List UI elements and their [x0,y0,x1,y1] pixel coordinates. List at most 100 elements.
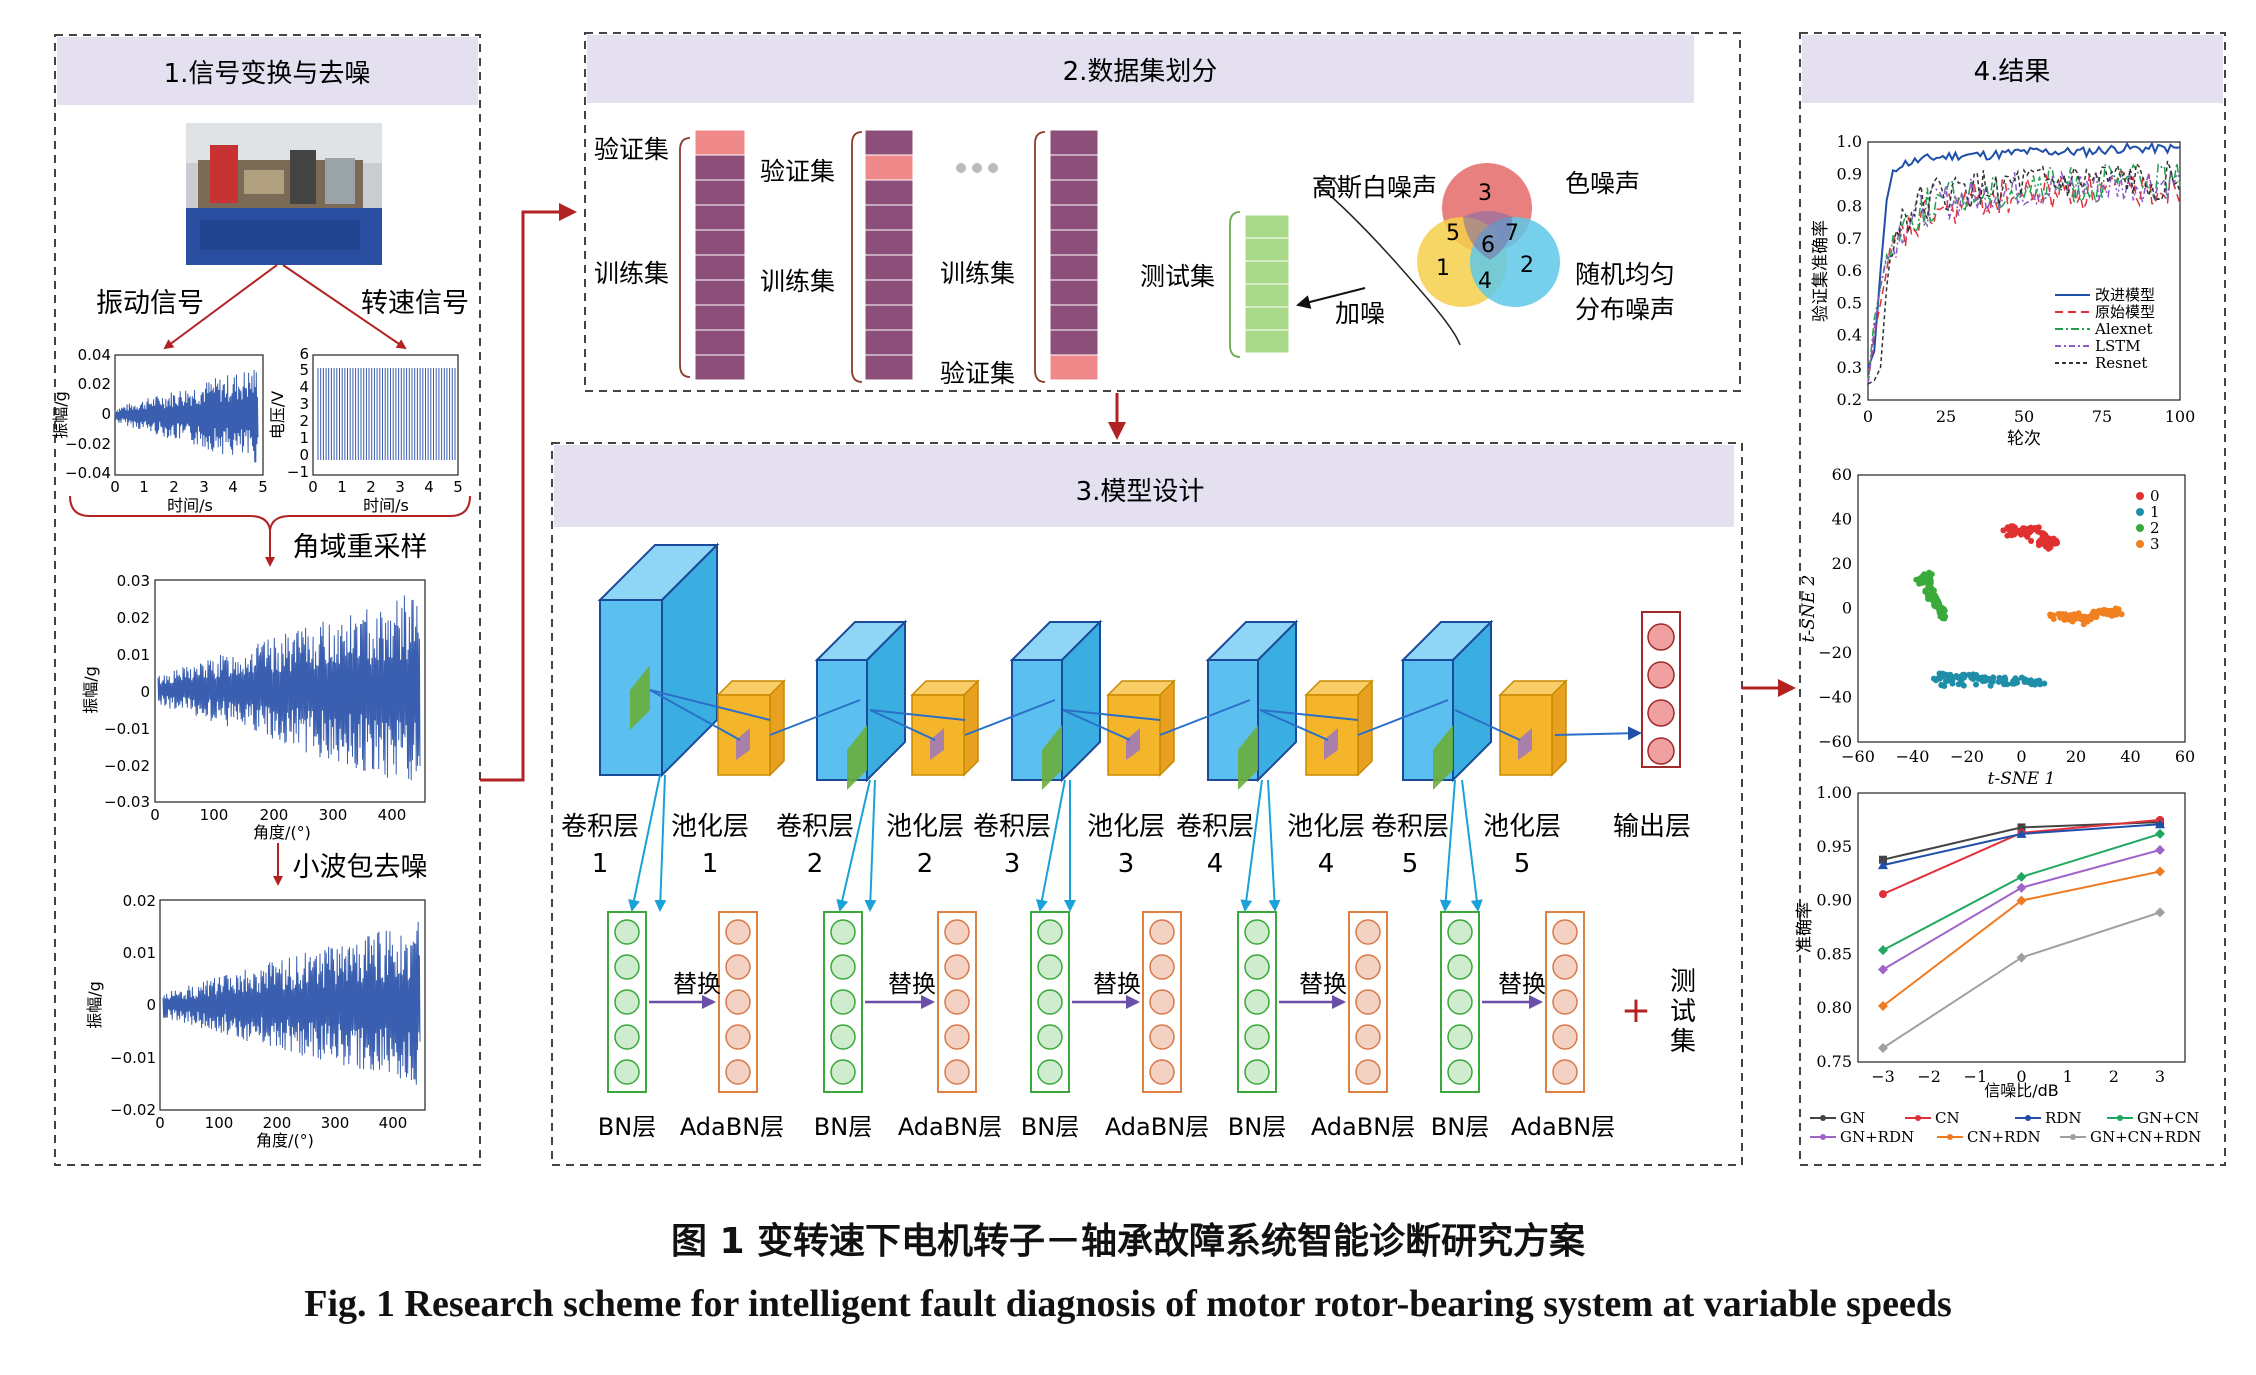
tsne-point-class-1 [1930,675,1937,682]
pool-block [1498,679,1568,777]
axis-label: 轮次 [2007,429,2041,449]
bn-neuron [1447,989,1473,1015]
bn-column [823,911,863,1093]
tick-label: 0 [1863,407,1873,426]
bn-neuron [830,954,856,980]
bn-neuron [614,1024,640,1050]
pool-layer-4-label: 池化层 [1287,812,1365,842]
tsne-point-class-1 [2002,676,2009,683]
axis-label: 信噪比/dB [1984,1081,2059,1100]
caption-en: Fig. 1 Research scheme for intelligent f… [304,1283,1952,1325]
bn-labels: BN层 AdaBN层 BN层 AdaBN层 BN层 AdaBN层 BN层 Ada… [598,970,1615,1141]
pool-layer-4-num: 4 [1318,849,1335,879]
adabn-neuron [1149,954,1175,980]
split-cell [694,154,746,181]
panel-2: 2.数据集划分 [584,32,1741,392]
train-label-2: 训练集 [760,267,835,296]
tsne-point-class-3 [2118,611,2125,618]
tick-label: 6 [299,345,309,363]
adabn-neuron [1355,1024,1381,1050]
speed-waveform [317,368,456,460]
conv-layer-1-label: 卷积层 [561,812,639,842]
test-char: 集 [1670,1027,1696,1057]
tick-label: −60 [1841,747,1875,766]
uniform-noise-label-1: 随机均匀 [1575,260,1675,289]
tsne-point-class-2 [1929,596,1936,603]
venn-numbers: 3 5 7 6 1 4 2 [1436,181,1534,294]
split-cell [864,279,914,306]
connection-line [1062,709,1131,741]
connection-line [964,699,1056,736]
adabn-neuron [944,1024,970,1050]
tsne-point-class-2 [1937,605,1944,612]
adabn-neuron [1552,989,1578,1015]
tick-label: 200 [263,1114,292,1132]
adabn-label-4: AdaBN层 [1311,1113,1415,1141]
adabn-column [1142,911,1182,1093]
data-marker [1878,860,1888,870]
train-label-3: 训练集 [940,259,1015,288]
split-cell [1244,237,1290,262]
pool-layer-1-num: 1 [702,849,719,879]
split-cell [1049,254,1099,281]
split-cell [1049,179,1099,206]
split-cell [864,229,914,256]
bn-neuron [1037,1024,1063,1050]
bn-label-4: BN层 [1228,1113,1286,1141]
replace-label-3: 替换 [1093,970,1141,998]
legend-label: Alexnet [2094,320,2153,338]
tick-label: −0.02 [65,435,111,453]
legend-label: 原始模型 [2095,303,2155,321]
pool-block [1106,679,1176,777]
split-cell [864,354,914,381]
tick-label: 60 [1832,465,1852,484]
tick-label: 0 [140,683,150,701]
tsne-point-class-1 [1987,682,1994,689]
venn-number: 7 [1505,221,1519,246]
bn-neuron [830,1024,856,1050]
tick-label: 1 [299,429,309,447]
bn-neuron [830,989,856,1015]
data-marker [1879,855,1887,864]
bn-neuron [614,954,640,980]
tick-label: −0.02 [104,757,150,775]
bn-neuron [1244,989,1270,1015]
connection-line [1454,709,1521,741]
split-cell [694,354,746,381]
data-marker [2016,871,2027,882]
gaussian-noise-label: 高斯白噪声 [1312,173,1437,202]
pool-layer-1-label: 池化层 [671,812,749,842]
axis-label: 电压/V [268,391,287,439]
axis-label: 验证集准确率 [1811,220,1831,322]
tick-label: 2 [2109,1067,2119,1086]
tick-label: 3 [199,478,209,496]
legend-label: LSTM [2095,337,2141,355]
legend-label: 2 [2150,519,2160,537]
tick-label: 0.4 [1837,326,1862,345]
tsne-point-class-3 [2050,616,2057,622]
split-cell [694,329,746,356]
tick-label: −60 [1818,732,1852,751]
tick-label: −1 [287,463,309,481]
tsne-point-class-1 [2041,680,2048,687]
tsne-point-class-0 [2047,544,2054,551]
tick-label: 0 [1842,599,1852,618]
tick-label: −1 [1964,1067,1988,1086]
adabn-neuron [1552,919,1578,945]
pool-block [716,679,786,777]
conv-layer-1-num: 1 [592,849,609,879]
tick-label: 0 [2016,1067,2026,1086]
output-layer [1641,611,1681,768]
split-cell [864,179,914,206]
series-line-3 [1867,170,2181,384]
adabn-neuron [1355,989,1381,1015]
denoised-waveform [162,921,421,1085]
connection-line [869,709,966,721]
pool-layer-5-num: 5 [1514,849,1531,879]
axis-label: 准确率 [1795,902,1815,953]
adabn-column [718,911,758,1093]
bn-label-1: BN层 [598,1113,656,1141]
tick-label: 1 [2063,1067,2073,1086]
